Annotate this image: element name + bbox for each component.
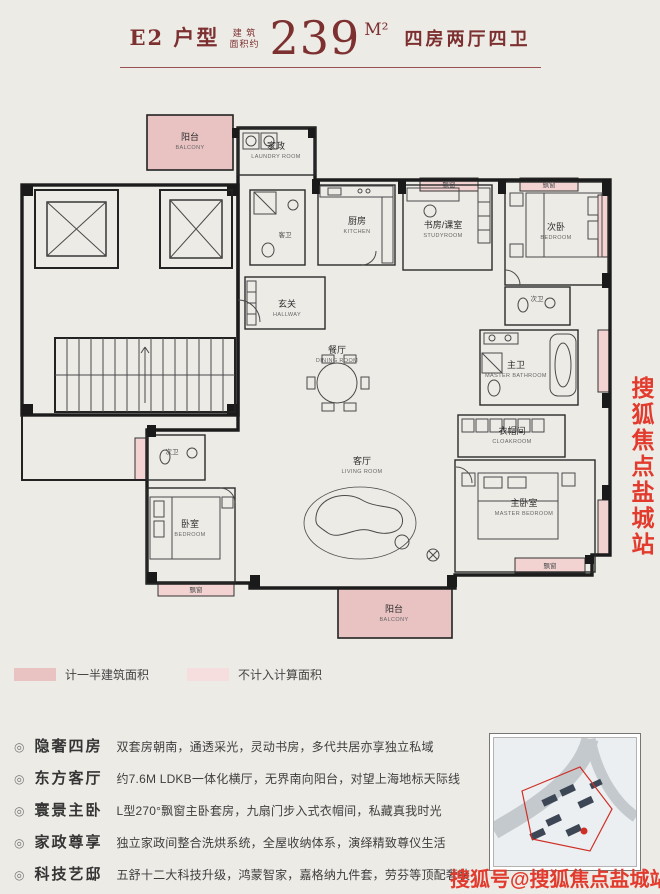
balcony-top-area (146, 114, 234, 171)
label-bay-top-2: 飘窗 (543, 180, 556, 189)
feature-list: ◎ 隐奢四房 双套房朝南，通透采光，灵动书房，多代共居亦享独立私域 ◎ 东方客厅… (14, 735, 488, 894)
label-balcony-bottom-en: BALCONY (379, 617, 408, 623)
feature-title: 家政尊享 (34, 833, 103, 851)
elevator-1 (34, 189, 119, 269)
bay-window-left (134, 437, 148, 481)
label-kitchen-en: KITCHEN (344, 229, 371, 235)
feature-row-4: ◎ 家政尊享 独立家政间整合洗烘系统，全屋收纳体系，演绎精致尊仪生活 (14, 831, 488, 852)
legend-label-not-counted: 不计入计算面积 (238, 668, 323, 682)
label-living-cn: 客厅 (353, 455, 371, 466)
label-study-cn: 书房/课室 (424, 219, 463, 230)
feature-desc: L型270°飘窗主卧套房，九扇门步入式衣帽间，私藏真我时光 (116, 804, 442, 818)
site-map-graphic (489, 736, 640, 867)
feature-row-1: ◎ 隐奢四房 双套房朝南，通透采光，灵动书房，多代共居亦享独立私域 (14, 735, 488, 756)
feature-title: 寰景主卧 (34, 801, 103, 819)
building-core (34, 189, 236, 413)
feature-title: 东方客厅 (34, 769, 103, 787)
label-dining-cn: 餐厅 (328, 344, 346, 355)
watermark-side: 搜狐焦点盐城站 (628, 376, 654, 558)
label-hallway-en: HALLWAY (273, 312, 301, 318)
feature-bullet-icon: ◎ (14, 772, 25, 786)
unit-title: E2 户型 (129, 25, 220, 50)
doors (219, 250, 521, 504)
label-dining-en: DINING ROOM (316, 358, 358, 364)
label-master-bedroom-cn: 主卧室 (510, 497, 537, 508)
header: E2 户型 建 筑 面积约 239 M² 四房两厅四卫 (0, 11, 660, 68)
balcony-bottom-area (337, 587, 453, 639)
walls (20, 126, 612, 590)
feature-bullet-icon: ◎ (14, 836, 25, 850)
feature-row-2: ◎ 东方客厅 约7.6M LDKB一体化横厅，无界南向阳台，对望上海地标天际线 (14, 767, 488, 788)
label-master-bath-en: MASTER BATHROOM (485, 373, 547, 379)
feature-desc: 五舒十二大科技升级，鸿蒙智家，嘉格纳九件套，劳芬等顶配奢装 (116, 868, 471, 882)
legend: 计一半建筑面积 不计入计算面积 (14, 666, 322, 683)
label-bath-guest: 客卫 (279, 230, 293, 239)
elevator-2 (159, 189, 233, 269)
label-balcony-bottom-cn: 阳台 (385, 603, 403, 614)
watermark-bottom: 搜狐号@搜狐焦点盐城站 (450, 869, 660, 891)
label-laundry-cn: 家政 (267, 140, 285, 151)
feature-row-3: ◎ 寰景主卧 L型270°飘窗主卧套房，九扇门步入式衣帽间，私藏真我时光 (14, 799, 488, 820)
feature-bullet-icon: ◎ (14, 804, 25, 818)
area-value: 239 (269, 11, 361, 65)
legend-swatch-not-counted (187, 668, 230, 681)
label-bay-top-1: 飘窗 (443, 180, 456, 189)
label-kitchen-cn: 厨房 (348, 215, 366, 226)
site-map (489, 733, 641, 871)
label-cloakroom-en: CLOAKROOM (492, 439, 531, 445)
floorplan-svg: 阳台 BALCONY 家政 LAUNDRY ROOM 客卫 厨房 KITCHEN… (20, 114, 612, 639)
label-hallway-cn: 玄关 (278, 298, 296, 309)
site-buildings (529, 778, 603, 841)
area-note-line1: 建 筑 (232, 28, 257, 38)
label-balcony-top-cn: 阳台 (181, 131, 199, 142)
area-unit: M² (364, 20, 389, 40)
bay-window-right-3 (597, 499, 611, 556)
feature-row-5: ◎ 科技艺邸 五舒十二大科技升级，鸿蒙智家，嘉格纳九件套，劳芬等顶配奢装 (14, 863, 488, 884)
feature-title: 科技艺邸 (34, 865, 103, 883)
bay-window-bottom-right (514, 557, 586, 574)
label-bedroom2-en: BEDROOM (540, 235, 571, 241)
label-bath2: 次卫 (531, 294, 545, 303)
site-marker (580, 827, 588, 835)
label-bay-bottom-left: 飘窗 (190, 585, 203, 594)
feature-bullet-icon: ◎ (14, 868, 25, 882)
layout-summary: 四房两厅四卫 (404, 29, 531, 50)
label-bedroom2-cn: 次卧 (547, 221, 565, 232)
feature-desc: 双套房朝南，通透采光，灵动书房，多代共居亦享独立私域 (116, 740, 434, 754)
label-master-bath-cn: 主卫 (507, 359, 525, 370)
feature-title: 隐奢四房 (34, 737, 103, 755)
label-bedroom3-cn: 卧室 (181, 518, 199, 529)
area-note-line2: 面积约 (229, 39, 260, 49)
feature-desc: 约7.6M LDKB一体化横厅，无界南向阳台，对望上海地标天际线 (116, 772, 461, 786)
label-master-bedroom-en: MASTER BEDROOM (495, 511, 553, 517)
label-living-en: LIVING ROOM (341, 469, 382, 475)
label-balcony-top-en: BALCONY (175, 145, 204, 151)
legend-item-none: 不计入计算面积 (187, 666, 322, 683)
legend-swatch-half-area (14, 668, 56, 681)
bay-window-right-2 (597, 329, 611, 393)
label-bath3: 次卫 (166, 447, 180, 456)
label-cloakroom-cn: 衣帽间 (498, 425, 525, 436)
legend-item-half: 计一半建筑面积 (14, 666, 149, 683)
feature-bullet-icon: ◎ (14, 740, 25, 754)
label-laundry-en: LAUNDRY ROOM (251, 154, 301, 160)
label-bedroom3-en: BEDROOM (174, 532, 205, 538)
legend-label-half-area: 计一半建筑面积 (65, 668, 150, 682)
label-bay-bottom-right: 飘窗 (544, 561, 557, 570)
label-study-en: STUDYROOM (423, 233, 462, 239)
room-labels: 阳台 BALCONY 家政 LAUNDRY ROOM 客卫 厨房 KITCHEN… (166, 131, 572, 623)
header-line: E2 户型 建 筑 面积约 239 M² 四房两厅四卫 (119, 11, 541, 68)
feature-desc: 独立家政间整合洗烘系统，全屋收纳体系，演绎精致尊仪生活 (116, 836, 446, 850)
area-note: 建 筑 面积约 (229, 28, 259, 58)
furniture (149, 132, 603, 562)
